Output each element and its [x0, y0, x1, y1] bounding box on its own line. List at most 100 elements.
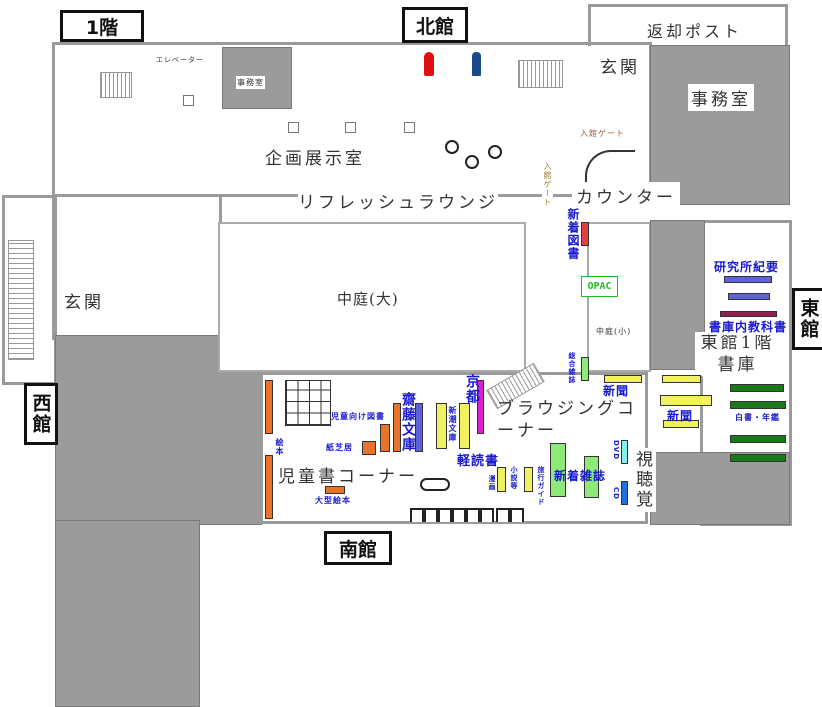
- central-corridor: [52, 195, 222, 340]
- textbooks-shelf: [720, 311, 777, 317]
- reading-table: [420, 478, 450, 491]
- research-bulletins-shelf-1: [724, 276, 772, 283]
- new-books-label: 新着図書: [566, 208, 580, 260]
- gate-side-label: 入館ゲート: [542, 162, 553, 207]
- kyoto-label: 京都: [464, 374, 480, 404]
- west-wing-lower: [55, 520, 200, 707]
- av-room-label: 視聴覚: [629, 448, 656, 512]
- chair: [466, 508, 480, 522]
- childrens-corner-label: 児童書コーナー: [278, 467, 418, 487]
- chair: [510, 508, 524, 522]
- east-office-area: [650, 45, 790, 205]
- chair: [424, 508, 438, 522]
- textbooks-label: 書庫内教科書: [709, 318, 788, 335]
- chair: [438, 508, 452, 522]
- west-wing-label: 西館: [24, 383, 58, 445]
- newspaper-shelf-4: [663, 420, 699, 428]
- lounge-table: [465, 155, 479, 169]
- childrens-books-shelf: [380, 424, 390, 452]
- courtyard-small-label: 中庭(小): [596, 326, 632, 337]
- newspaper-shelf-2: [662, 375, 701, 383]
- west-entrance-label: 玄関: [64, 293, 104, 313]
- elevator-label: エレベーター: [156, 55, 204, 65]
- browsing-corner-label: ブラウジングコーナー: [497, 399, 637, 441]
- saito-bunko-label: 齋藤文庫: [400, 392, 416, 452]
- travel-guides-label: 旅行ガイド: [537, 466, 545, 506]
- office-small-label: 事務室: [236, 76, 265, 89]
- manga-shelf: [497, 467, 506, 492]
- picture-books-label: 絵本: [275, 438, 284, 456]
- novels-label: 小説等: [510, 466, 518, 490]
- gate-north-label: 入館ゲート: [580, 128, 625, 139]
- chair: [410, 508, 424, 522]
- saito-bunko-shelf-2: [415, 403, 423, 452]
- general-magazines-label: 総合雑誌: [568, 352, 576, 384]
- south-wing-label: 南館: [324, 531, 392, 565]
- pillar: [345, 122, 356, 133]
- return-post-area: [588, 4, 788, 46]
- cd-shelf: [621, 481, 628, 505]
- large-picture-books-label: 大型絵本: [315, 496, 351, 505]
- picture-books-shelf-1: [265, 380, 273, 434]
- lounge-table: [445, 140, 459, 154]
- chair: [496, 508, 510, 522]
- east-stairs: [518, 60, 563, 88]
- floor-label: 1階: [60, 10, 144, 42]
- white-papers-shelf-3: [730, 435, 786, 443]
- light-reading-shelf-2: [459, 403, 470, 449]
- novels-shelf: [524, 467, 533, 492]
- east-wing-label: 東館: [792, 288, 822, 350]
- return-post-label: 返却ポスト: [647, 22, 743, 41]
- east-stacks-label: 東館1階書庫: [695, 332, 780, 376]
- new-magazines-shelf-1: [550, 443, 566, 497]
- cd-label: CD: [612, 487, 620, 500]
- counter-desk: [585, 150, 635, 200]
- opac-terminal[interactable]: OPAC: [581, 276, 618, 297]
- exhibition-room-label: 企画展示室: [265, 144, 365, 169]
- courtyard-small: [587, 222, 651, 372]
- white-papers-shelf-4: [730, 454, 786, 462]
- pillar: [404, 122, 415, 133]
- north-wing-label: 北館: [402, 7, 468, 43]
- new-magazines-label: 新着雑誌: [554, 469, 607, 483]
- new-magazines-shelf-2: [584, 456, 599, 498]
- counter-label: カウンター: [572, 182, 680, 209]
- research-bulletins-shelf-2: [728, 293, 770, 300]
- courtyard-large-label: 中庭(大): [337, 288, 399, 309]
- pillar: [183, 95, 194, 106]
- newspaper-shelf-1: [604, 375, 642, 383]
- lounge-table: [488, 145, 502, 159]
- north-stairs: [100, 72, 132, 98]
- general-magazines-shelf: [581, 357, 589, 381]
- female-restroom-icon: [424, 52, 434, 76]
- kyoto-shelf: [477, 380, 484, 434]
- newspaper-shelf-3: [660, 395, 712, 406]
- pillar: [288, 122, 299, 133]
- saito-bunko-shelf-1: [393, 403, 401, 452]
- manga-label: 漫画: [488, 475, 496, 491]
- kamishibai-label: 紙芝居: [326, 443, 353, 452]
- dvd-label: DVD: [612, 440, 620, 461]
- newspaper-label-1: 新聞: [603, 384, 630, 398]
- white-papers-label: 白書・年鑑: [735, 413, 780, 422]
- office-large-label: 事務室: [688, 84, 754, 111]
- kamishibai-shelf: [362, 441, 376, 455]
- north-entrance-label: 玄関: [600, 53, 640, 78]
- male-restroom-icon: [472, 52, 481, 76]
- shincho-bunko-label: 新潮文庫: [448, 406, 457, 442]
- research-bulletins-label: 研究所紀要: [714, 258, 780, 275]
- white-papers-shelf-2: [730, 401, 786, 409]
- chair: [480, 508, 494, 522]
- large-picture-books-shelf: [325, 486, 345, 494]
- west-stairs: [8, 240, 34, 360]
- childrens-play-grid: [285, 380, 331, 426]
- light-reading-label: 軽読書: [457, 450, 500, 469]
- new-books-shelf: [581, 222, 589, 246]
- white-papers-shelf-1: [730, 384, 784, 392]
- refresh-lounge-label: リフレッシュラウンジ: [298, 188, 498, 213]
- light-reading-shelf-1: [436, 403, 447, 449]
- childrens-books-label: 児童向け図書: [331, 412, 385, 421]
- chair: [452, 508, 466, 522]
- southeast-grey-area: [650, 452, 790, 525]
